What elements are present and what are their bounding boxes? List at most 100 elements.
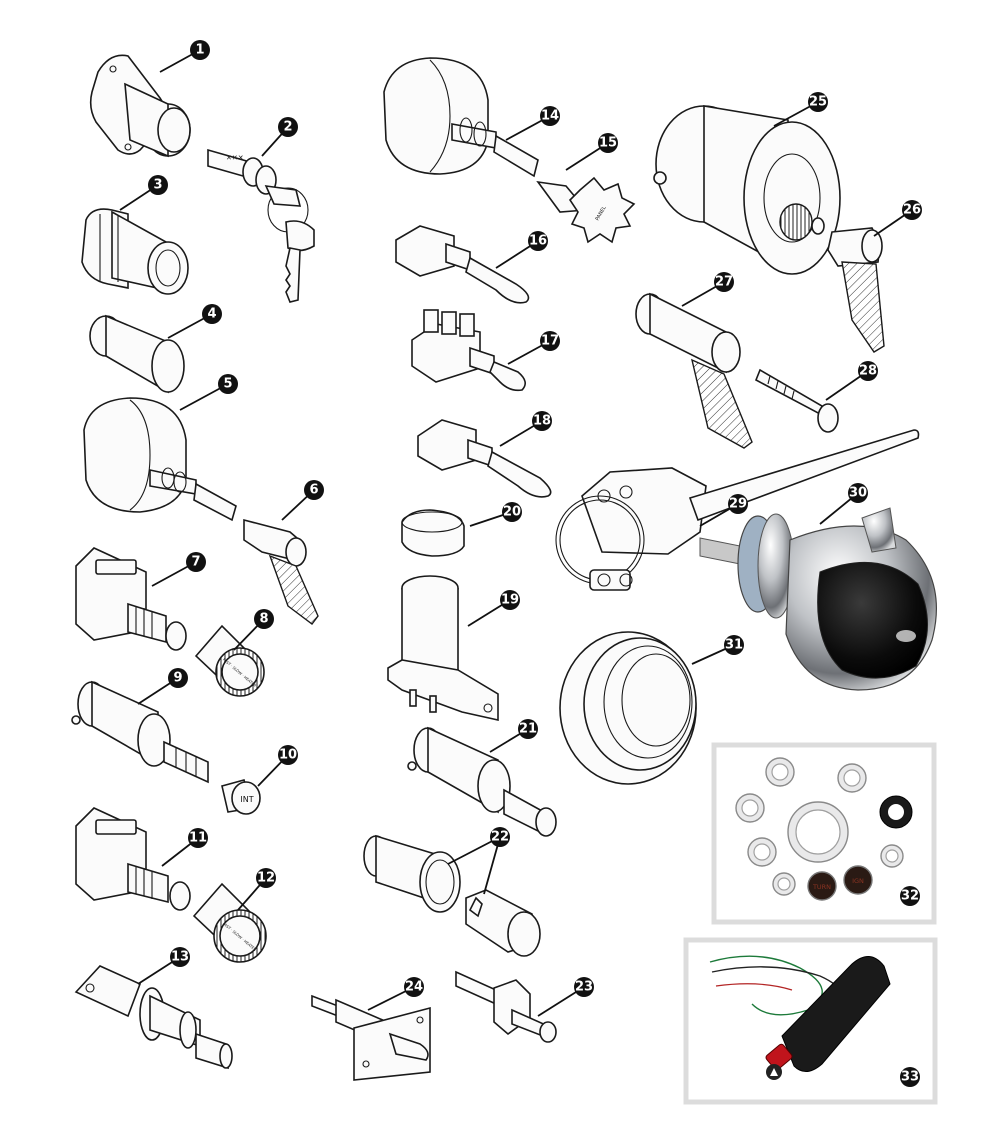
label-20-text: 20: [503, 505, 521, 520]
number-labels: 1 2 3 4 5 6 7 8 9 10 11 12 13 14 15 16 1…: [148, 40, 922, 1087]
label-7: 7: [186, 552, 206, 572]
label-28: 28: [858, 361, 878, 381]
label-27: 27: [714, 272, 734, 292]
label-24-text: 24: [405, 980, 423, 995]
label-11-text: 11: [189, 831, 207, 846]
label-25: 25: [808, 92, 828, 112]
label-21-text: 21: [519, 722, 537, 737]
label-23: 23: [574, 977, 594, 997]
warning-lamp-ign-text: IGN: [852, 877, 864, 885]
part-6-lever-knob: [243, 518, 319, 625]
label-14: 14: [540, 106, 560, 126]
label-33: 33: [900, 1067, 920, 1087]
label-14-text: 14: [541, 109, 559, 124]
label-6: 6: [304, 480, 324, 500]
part-11-push-switch: [75, 807, 191, 911]
label-30: 30: [848, 483, 868, 503]
label-17: 17: [540, 331, 560, 351]
label-8: 8: [254, 609, 274, 629]
label-10-text: 10: [279, 748, 297, 763]
label-22-text: 22: [491, 830, 509, 845]
label-2-text: 2: [283, 120, 292, 135]
part-27-lever-handle-shaft: [635, 292, 753, 449]
part-22-cigar-lighter: [363, 834, 541, 957]
part-19-flasher-unit: [387, 575, 499, 721]
part-10-int-knob: INT: [221, 779, 261, 815]
label-30-text: 30: [849, 486, 867, 501]
part-16-toggle-switch: [395, 225, 530, 304]
part-8-heater-knob: FAST · SLOW · HEATER: [194, 624, 265, 697]
label-31: 31: [724, 635, 744, 655]
label-18-text: 18: [533, 414, 551, 429]
part-21-switch: [407, 726, 557, 837]
part-15-star-knob: PANEL: [536, 176, 636, 244]
label-13: 13: [170, 947, 190, 967]
svg-text:✕✕✕: ✕✕✕: [226, 154, 244, 162]
label-29-text: 29: [729, 497, 747, 512]
part-23-plunger: [455, 970, 557, 1043]
label-10: 10: [278, 745, 298, 765]
label-21: 21: [518, 719, 538, 739]
label-15: 15: [598, 133, 618, 153]
label-1-text: 1: [195, 43, 204, 58]
part-12-heater-knob: FAST · SLOW · HEATER: [192, 882, 267, 963]
part-33-hazard-switch-photo: [683, 937, 938, 1105]
part-28-bolt: [754, 368, 839, 433]
part-13-push-rod: [74, 965, 233, 1070]
label-8-text: 8: [259, 612, 268, 627]
label-26: 26: [902, 200, 922, 220]
part-18-toggle-switch: [417, 419, 552, 498]
label-13-text: 13: [171, 950, 189, 965]
part-9-switch-body: [71, 680, 209, 784]
label-26-text: 26: [903, 203, 921, 218]
int-knob-text: INT: [240, 795, 253, 804]
label-18: 18: [532, 411, 552, 431]
part-1-lock-housing: [89, 54, 191, 158]
label-9-text: 9: [173, 671, 182, 686]
label-28-text: 28: [859, 364, 877, 379]
part-32-bezel-rings-photo: TURN IGN: [711, 742, 937, 925]
part-29-bracket: [555, 429, 920, 591]
label-11: 11: [188, 828, 208, 848]
part-31-lens: [559, 631, 697, 785]
part-20-cap: [401, 509, 465, 557]
label-33-text: 33: [901, 1070, 919, 1085]
part-3-threaded-bezel: [81, 208, 189, 295]
label-31-text: 31: [725, 638, 743, 653]
label-7-text: 7: [191, 555, 200, 570]
label-24: 24: [404, 977, 424, 997]
label-12-text: 12: [257, 871, 275, 886]
label-16-text: 16: [529, 234, 547, 249]
warning-lamp-turn-text: TURN: [812, 883, 831, 891]
label-20: 20: [502, 502, 522, 522]
label-29: 29: [728, 494, 748, 514]
part-25-large-rotary: [653, 105, 841, 275]
part-30-chrome-light: [699, 507, 938, 691]
part-26-lever-handle: [827, 227, 885, 353]
label-19-text: 19: [501, 593, 519, 608]
label-2: 2: [278, 117, 298, 137]
label-4-text: 4: [207, 307, 216, 322]
label-15-text: 15: [599, 136, 617, 151]
label-32: 32: [900, 886, 920, 906]
label-17-text: 17: [541, 334, 559, 349]
part-14-rotary-switch: [383, 57, 539, 178]
label-27-text: 27: [715, 275, 733, 290]
label-32-text: 32: [901, 889, 919, 904]
label-25-text: 25: [809, 95, 827, 110]
label-9: 9: [168, 668, 188, 688]
part-4-cylinder: [89, 314, 185, 394]
part-24-door-switch: [311, 994, 431, 1081]
label-16: 16: [528, 231, 548, 251]
label-23-text: 23: [575, 980, 593, 995]
label-3-text: 3: [153, 178, 162, 193]
label-6-text: 6: [309, 483, 318, 498]
label-4: 4: [202, 304, 222, 324]
part-5-rotary-switch: [83, 397, 237, 522]
label-3: 3: [148, 175, 168, 195]
label-5-text: 5: [223, 377, 232, 392]
part-7-push-switch: [75, 547, 187, 651]
label-22: 22: [490, 827, 510, 847]
part-2-barrel-lock-keys: ✕✕✕: [207, 148, 315, 303]
